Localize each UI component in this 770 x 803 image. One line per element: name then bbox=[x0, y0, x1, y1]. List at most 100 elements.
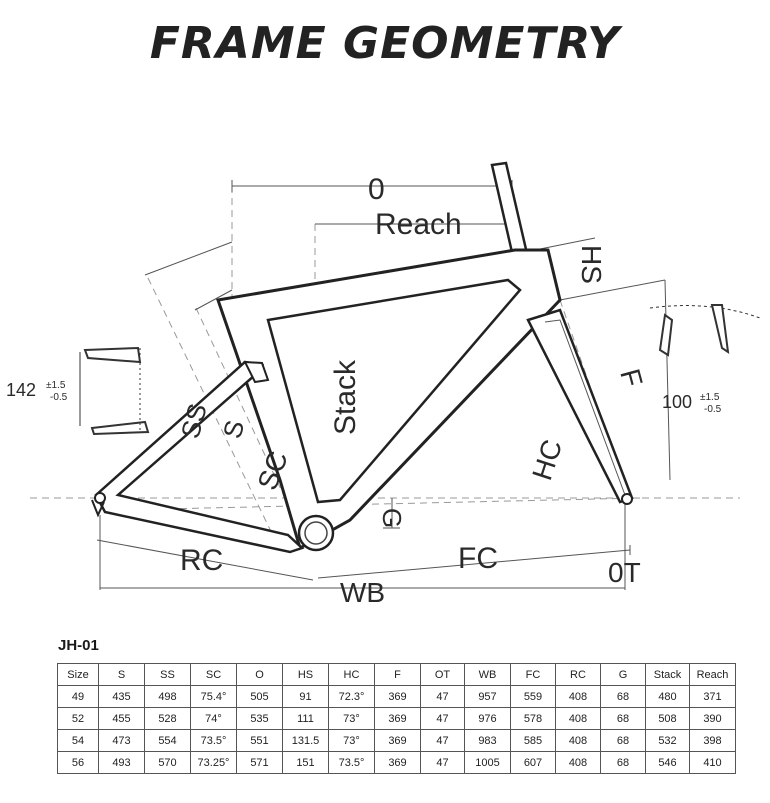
table-cell: 72.3° bbox=[328, 685, 375, 708]
table-cell: 983 bbox=[464, 729, 511, 752]
rear-spacing-sketch bbox=[79, 346, 150, 436]
label-fc: FC bbox=[458, 542, 498, 575]
table-cell: 1005 bbox=[464, 751, 511, 774]
column-header: HC bbox=[328, 663, 375, 686]
table-cell: 493 bbox=[98, 751, 145, 774]
column-header: SS bbox=[144, 663, 191, 686]
column-header: Reach bbox=[689, 663, 736, 686]
table-cell: 47 bbox=[420, 729, 465, 752]
dimension-lines bbox=[96, 180, 671, 590]
front-spacing-value: 100 bbox=[662, 392, 692, 412]
table-cell: 49 bbox=[57, 685, 99, 708]
table-cell: 571 bbox=[236, 751, 283, 774]
table-cell: 68 bbox=[600, 729, 646, 752]
table-cell: 47 bbox=[420, 707, 465, 730]
table-cell: 54 bbox=[57, 729, 99, 752]
table-cell: 498 bbox=[144, 685, 191, 708]
table-cell: 91 bbox=[282, 685, 329, 708]
table-cell: 455 bbox=[98, 707, 145, 730]
table-cell: 408 bbox=[555, 707, 601, 730]
label-wb: WB bbox=[340, 577, 385, 608]
table-cell: 75.4° bbox=[190, 685, 237, 708]
table-cell: 976 bbox=[464, 707, 511, 730]
table-cell: 585 bbox=[510, 729, 556, 752]
rear-spacing-tol-plus: ±1.5 bbox=[46, 380, 66, 391]
table-cell: 528 bbox=[144, 707, 191, 730]
table-cell: 473 bbox=[98, 729, 145, 752]
table-cell: 56 bbox=[57, 751, 99, 774]
front-spacing-tol-minus: -0.5 bbox=[704, 404, 722, 415]
table-cell: 68 bbox=[600, 751, 646, 774]
table-cell: 68 bbox=[600, 707, 646, 730]
label-s: S bbox=[217, 417, 250, 442]
table-cell: 957 bbox=[464, 685, 511, 708]
table-cell: 480 bbox=[645, 685, 690, 708]
table-cell: 52 bbox=[57, 707, 99, 730]
label-f: F bbox=[614, 366, 648, 391]
table-cell: 74° bbox=[190, 707, 237, 730]
front-spacing-sketch bbox=[649, 304, 761, 357]
label-o: 0 bbox=[368, 173, 385, 206]
label-g: G bbox=[377, 508, 407, 528]
table-cell: 371 bbox=[689, 685, 736, 708]
table-cell: 73.25° bbox=[190, 751, 237, 774]
bike-frame bbox=[91, 161, 634, 554]
column-header: RC bbox=[555, 663, 601, 686]
table-cell: 47 bbox=[420, 751, 465, 774]
label-hs: HS bbox=[576, 245, 607, 284]
table-cell: 410 bbox=[689, 751, 736, 774]
table-cell: 508 bbox=[645, 707, 690, 730]
table-cell: 546 bbox=[645, 751, 690, 774]
model-name: JH-01 bbox=[58, 637, 99, 654]
column-header: Stack bbox=[645, 663, 690, 686]
table-cell: 398 bbox=[689, 729, 736, 752]
table-cell: 408 bbox=[555, 729, 601, 752]
label-rc: RC bbox=[180, 544, 223, 577]
table-cell: 535 bbox=[236, 707, 283, 730]
table-cell: 551 bbox=[236, 729, 283, 752]
column-header: G bbox=[600, 663, 646, 686]
column-header: S bbox=[98, 663, 145, 686]
table-cell: 559 bbox=[510, 685, 556, 708]
label-hc: HC bbox=[526, 436, 568, 484]
table-cell: 532 bbox=[645, 729, 690, 752]
table-cell: 131.5 bbox=[282, 729, 329, 752]
column-header: WB bbox=[464, 663, 511, 686]
table-cell: 505 bbox=[236, 685, 283, 708]
table-cell: 73.5° bbox=[328, 751, 375, 774]
table-cell: 369 bbox=[374, 751, 421, 774]
table-cell: 73.5° bbox=[190, 729, 237, 752]
frame-geometry-diagram: 0 Reach HS Stack SS S SC F HC G RC FC WB… bbox=[6, 161, 761, 608]
column-header: O bbox=[236, 663, 283, 686]
table-cell: 578 bbox=[510, 707, 556, 730]
label-reach: Reach bbox=[375, 208, 462, 241]
label-stack: Stack bbox=[329, 359, 362, 435]
table-cell: 73° bbox=[328, 729, 375, 752]
label-ot: 0T bbox=[608, 557, 641, 588]
column-header: F bbox=[374, 663, 421, 686]
front-spacing-tol-plus: ±1.5 bbox=[700, 392, 720, 403]
column-header: FC bbox=[510, 663, 556, 686]
rear-spacing-value: 142 bbox=[6, 380, 36, 400]
table-cell: 151 bbox=[282, 751, 329, 774]
table-cell: 408 bbox=[555, 751, 601, 774]
column-header: Size bbox=[57, 663, 99, 686]
table-cell: 68 bbox=[600, 685, 646, 708]
table-cell: 554 bbox=[144, 729, 191, 752]
column-header: SC bbox=[190, 663, 237, 686]
table-cell: 47 bbox=[420, 685, 465, 708]
column-header: HS bbox=[282, 663, 329, 686]
column-header: OT bbox=[420, 663, 465, 686]
table-cell: 435 bbox=[98, 685, 145, 708]
table-cell: 408 bbox=[555, 685, 601, 708]
table-cell: 369 bbox=[374, 729, 421, 752]
table-cell: 369 bbox=[374, 707, 421, 730]
